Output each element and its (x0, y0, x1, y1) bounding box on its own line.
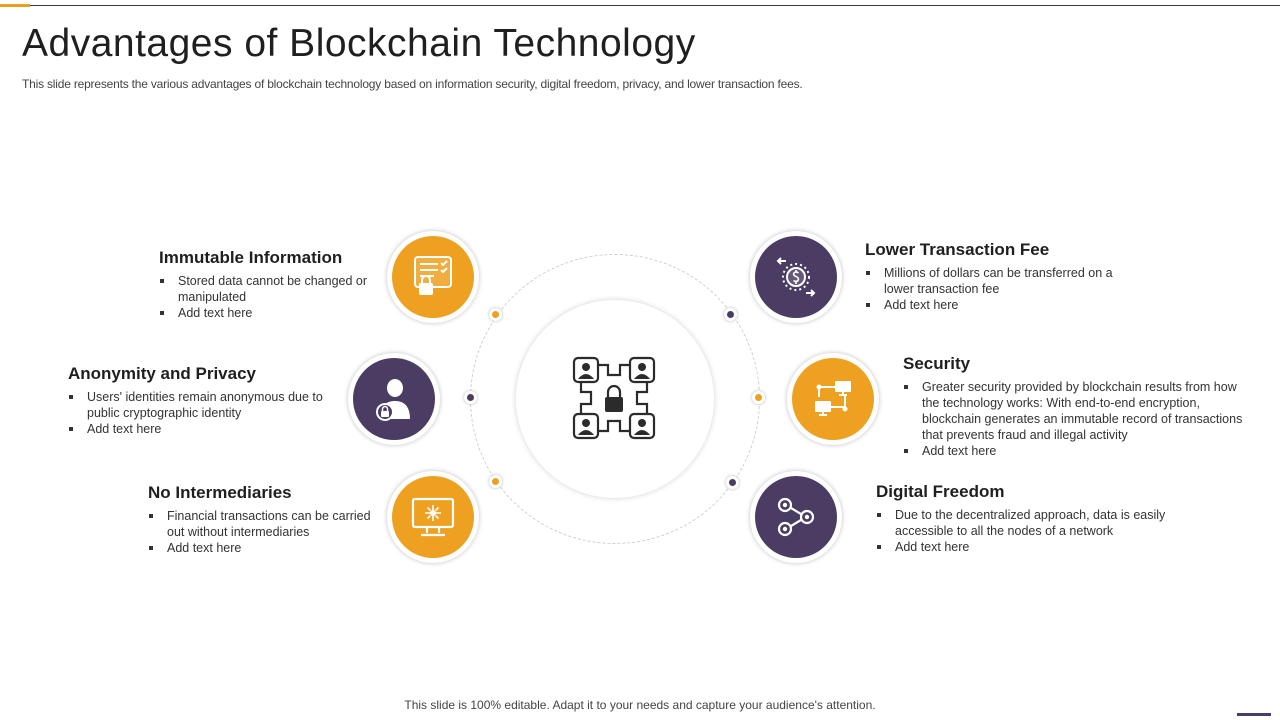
item-title: Immutable Information (159, 248, 343, 267)
page-title: Advantages of Blockchain Technology (22, 22, 696, 65)
item-security: Security Greater security provided by bl… (903, 354, 1253, 459)
connector-dot (726, 476, 739, 489)
item-title: Lower Transaction Fee (865, 240, 1050, 259)
user-lock-icon (376, 379, 410, 421)
item-title: Anonymity and Privacy (68, 364, 257, 383)
item-immutable-information: Immutable Information Stored data cannot… (159, 248, 373, 321)
share-nodes-icon (777, 497, 815, 537)
item-bullet: Add text here (903, 443, 1253, 459)
network-computers-icon (815, 381, 851, 416)
item-bullet: Add text here (865, 297, 1135, 313)
top-accent (0, 4, 30, 7)
badge-digital-freedom (750, 471, 842, 563)
item-no-intermediaries: No Intermediaries Financial transactions… (148, 483, 372, 556)
blockchain-lock-icon (572, 356, 656, 440)
connector-dot (724, 308, 737, 321)
item-bullet: Millions of dollars can be transferred o… (865, 265, 1135, 297)
item-title: Security (903, 354, 971, 373)
item-bullet: Greater security provided by blockchain … (903, 379, 1253, 443)
item-title: Digital Freedom (876, 482, 1005, 501)
badge-immutable-information (387, 231, 479, 323)
coin-transfer-icon (776, 257, 816, 297)
item-digital-freedom: Digital Freedom Due to the decentralized… (876, 482, 1186, 555)
item-bullet: Add text here (148, 540, 372, 556)
connector-dot (489, 308, 502, 321)
page-subtitle: This slide represents the various advant… (22, 77, 803, 91)
connector-dot (752, 391, 765, 404)
connector-dot (489, 475, 502, 488)
badge-security (787, 353, 879, 445)
item-bullet: Financial transactions can be carried ou… (148, 508, 372, 540)
item-bullet: Add text here (68, 421, 336, 437)
connector-dot (464, 391, 477, 404)
top-rule (0, 5, 1280, 6)
item-anonymity-privacy: Anonymity and Privacy Users' identities … (68, 364, 336, 437)
monitor-network-icon (411, 497, 455, 537)
badge-lower-transaction-fee (750, 231, 842, 323)
badge-no-intermediaries (387, 471, 479, 563)
corner-accent (1237, 713, 1271, 716)
item-bullet: Users' identities remain anonymous due t… (68, 389, 336, 421)
item-bullet: Due to the decentralized approach, data … (876, 507, 1186, 539)
item-lower-transaction-fee: Lower Transaction Fee Millions of dollar… (865, 240, 1135, 313)
item-title: No Intermediaries (148, 483, 292, 502)
item-bullet: Add text here (159, 305, 373, 321)
footer-note: This slide is 100% editable. Adapt it to… (404, 698, 876, 712)
item-bullet: Stored data cannot be changed or manipul… (159, 273, 373, 305)
document-lock-icon (414, 256, 452, 295)
badge-anonymity-privacy (348, 353, 440, 445)
item-bullet: Add text here (876, 539, 1186, 555)
